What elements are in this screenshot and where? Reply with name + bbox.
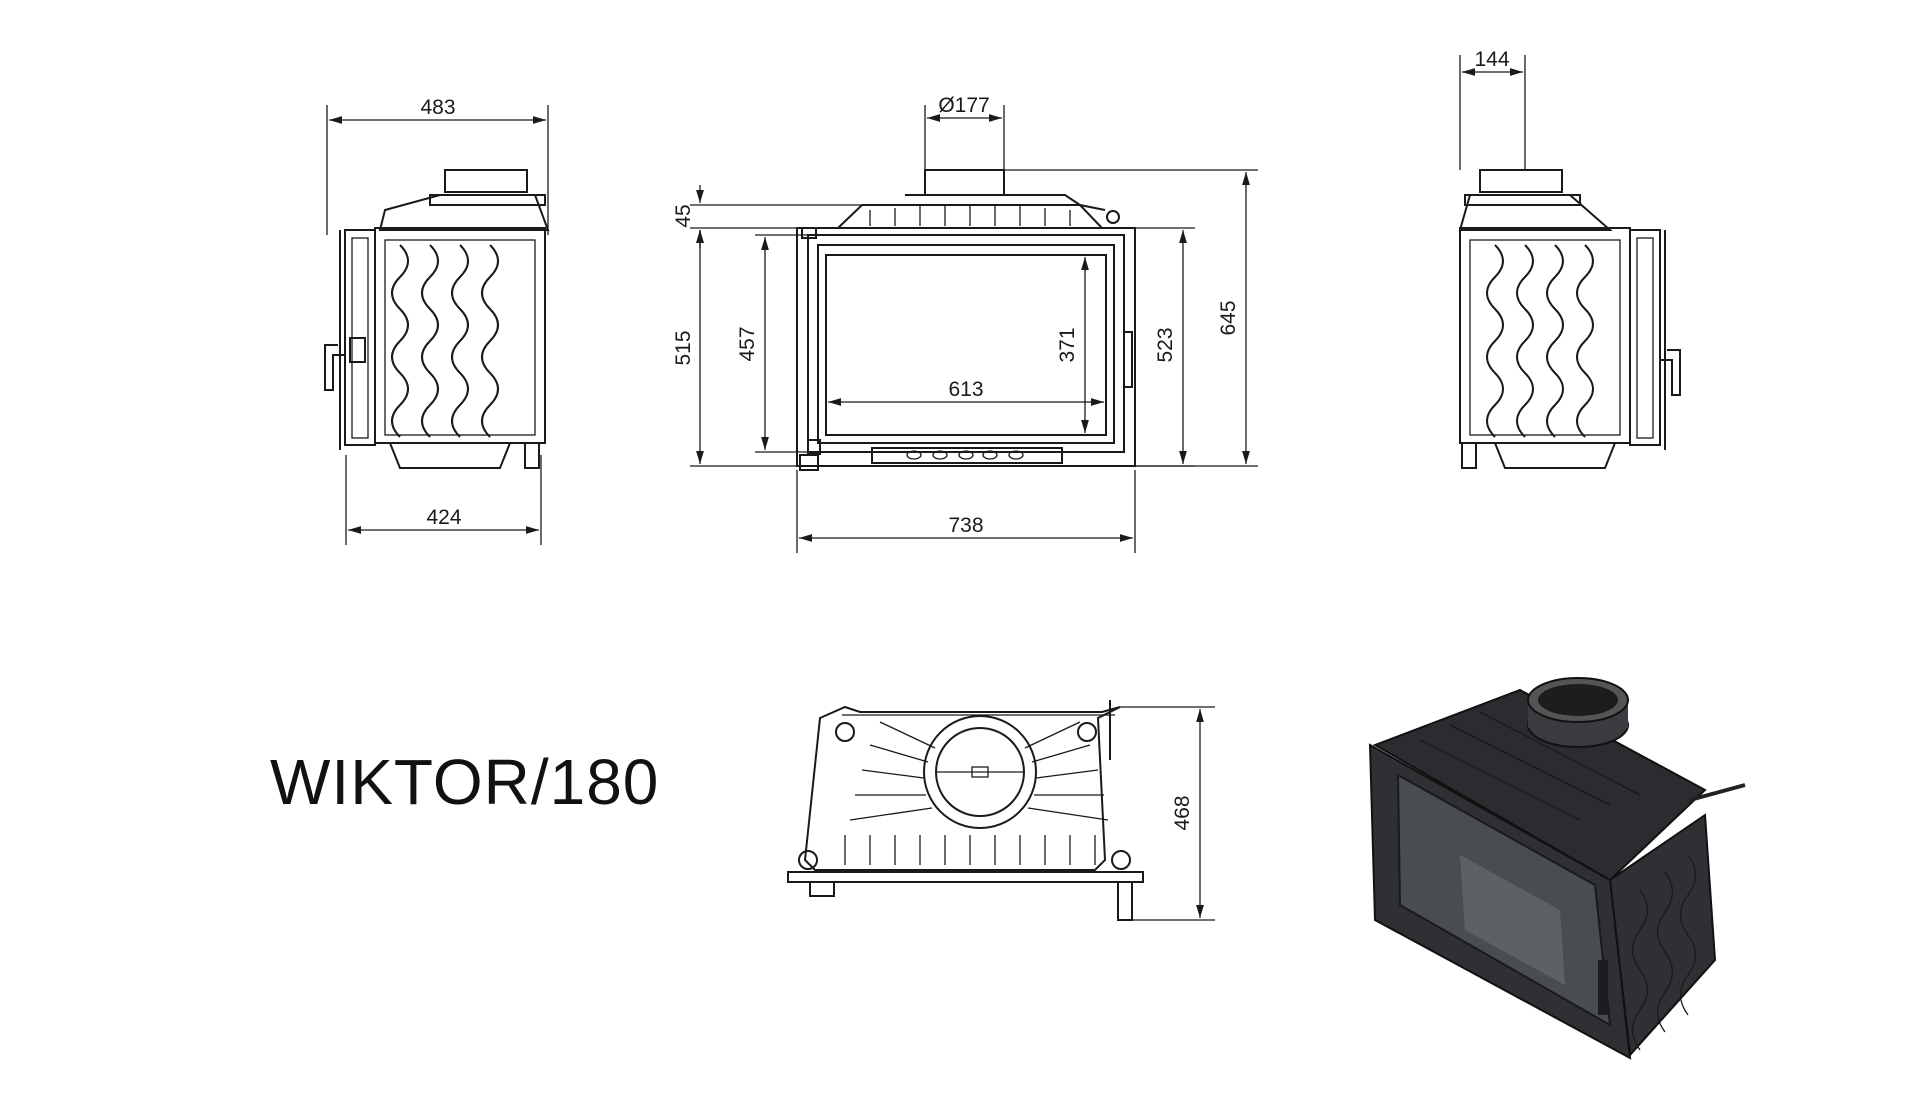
left-side-view: 483 424: [324, 96, 550, 545]
dim-total-height: 645: [1217, 300, 1240, 335]
top-view: 468: [787, 700, 1215, 921]
dim-total-width: 738: [948, 514, 983, 537]
dim-door-height: 457: [736, 326, 759, 361]
dim-glass-height: 371: [1056, 327, 1079, 362]
fireplace-3d-render: [1368, 677, 1746, 1060]
dim-side-depth-top: 483: [420, 96, 455, 119]
dim-glass-width: 613: [948, 378, 983, 401]
dim-frame-height: 515: [672, 330, 695, 365]
front-view: Ø177: [672, 94, 1258, 553]
dim-flue-diameter: Ø177: [938, 94, 989, 117]
right-side-view: 144: [1458, 48, 1681, 469]
dim-flue-offset: 144: [1474, 48, 1509, 71]
dim-plan-depth: 468: [1171, 795, 1194, 830]
dim-side-depth-bottom: 424: [426, 506, 461, 529]
dim-frame-top-offset: 45: [672, 204, 695, 227]
model-title: WIKTOR/180: [270, 746, 660, 818]
dim-body-height: 523: [1154, 327, 1177, 362]
